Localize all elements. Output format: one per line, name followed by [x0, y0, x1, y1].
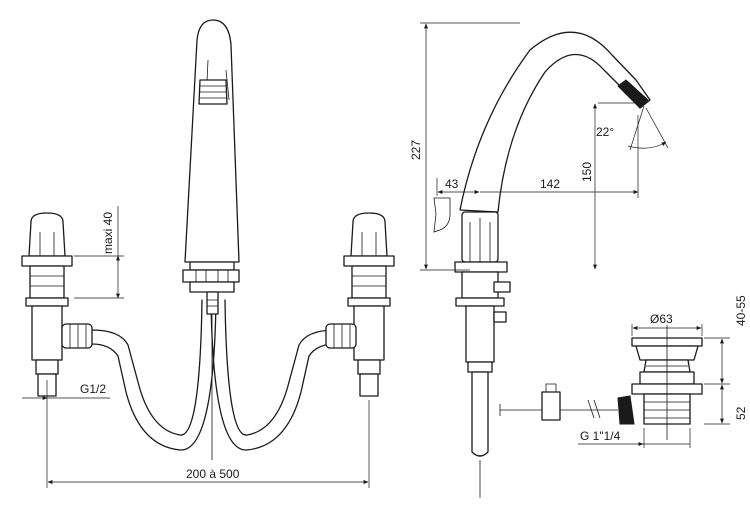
drain-body-label: 52 [734, 406, 748, 420]
spout-height-label: 150 [580, 162, 594, 182]
flexible-hoses [91, 299, 336, 451]
center-spout [182, 19, 240, 460]
dimension-inlet-thread: G1/2 [22, 380, 110, 412]
maxi-height-label: maxi 40 [101, 212, 115, 254]
reach-label: 142 [540, 177, 560, 191]
side-view: 227 43 142 150 22° [409, 22, 669, 498]
spacing-label: 200 à 500 [186, 467, 240, 481]
front-view: maxi 40 G1/2 200 à 500 [21, 19, 395, 488]
inlet-thread-label: G1/2 [80, 382, 106, 396]
total-height-label: 227 [409, 140, 423, 160]
drain-view: Ø63 40-55 52 G 1"1/4 [499, 295, 748, 448]
drain-height-range-label: 40-55 [734, 295, 748, 326]
spout-angle-label: 22° [596, 125, 614, 139]
dimension-spacing: 200 à 500 [46, 400, 370, 488]
drain-thread-label: G 1"1/4 [580, 429, 621, 443]
dimension-maxi: maxi 40 [74, 206, 124, 299]
right-valve [325, 212, 395, 397]
drain-diameter-label: Ø63 [650, 312, 673, 326]
left-valve [21, 212, 93, 397]
rear-offset-label: 43 [445, 177, 459, 191]
